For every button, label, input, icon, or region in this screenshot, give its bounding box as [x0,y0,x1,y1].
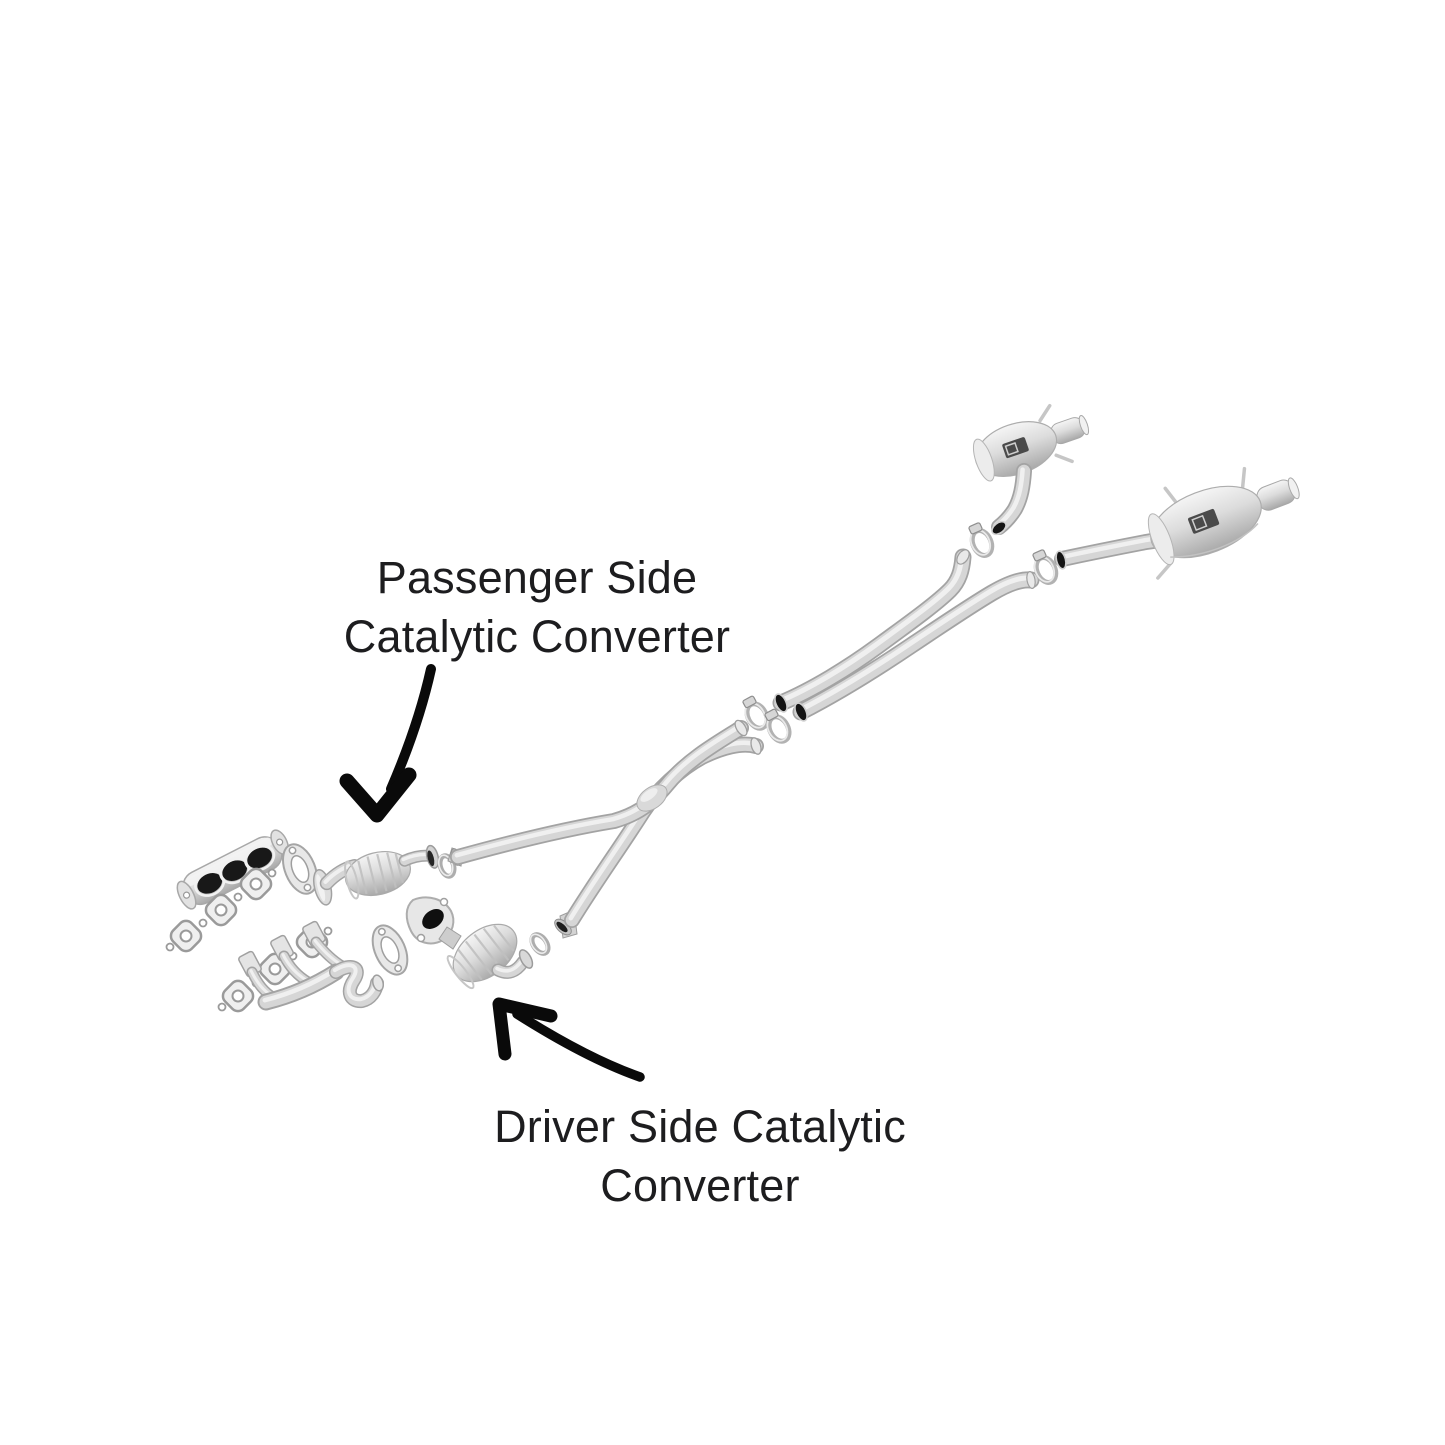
driver-arrow [492,997,645,1082]
driver-catalytic-converter [405,896,552,990]
driver-muffler [1054,466,1300,580]
x-pipe-crossover [457,719,763,939]
gasket-ring-driver [527,931,551,957]
passenger-catalytic-converter [312,844,464,906]
driver-side-label-line1: Driver Side Catalytic [494,1101,906,1152]
passenger-manifold-gasket [165,864,277,956]
over-axle-pipe-passenger [772,548,971,713]
passenger-side-label-line1: Passenger Side [376,552,698,603]
over-axle-pipe-driver [792,571,1036,722]
driver-exhaust-manifold [238,920,385,1002]
passenger-side-label: Passenger Side Catalytic Converter [247,549,827,666]
oval-flange-gasket-driver [364,919,416,981]
driver-side-label-line2: Converter [600,1159,800,1211]
driver-side-label: Driver Side Catalytic Converter [410,1098,990,1215]
passenger-arrow [339,664,436,823]
passenger-muffler [972,403,1090,536]
passenger-side-label-line2: Catalytic Converter [343,610,731,662]
passenger-exhaust-manifold [176,829,289,910]
